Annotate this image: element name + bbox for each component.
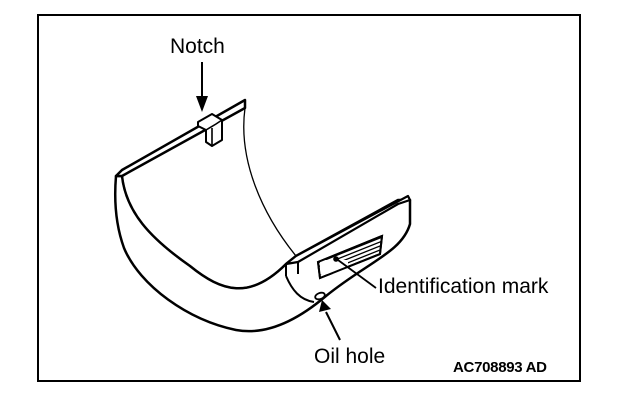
notch-arrowhead	[196, 96, 208, 112]
oil-hole-arrowhead	[319, 300, 331, 312]
identification-mark-leader-line	[337, 259, 377, 289]
shell-outer-edge	[285, 275, 315, 303]
notch-label: Notch	[170, 35, 225, 58]
identification-mark-label: Identification mark	[378, 275, 549, 298]
shell-right-end-bottom	[285, 262, 299, 276]
identification-mark-dot	[333, 256, 339, 262]
shell-left-rim	[121, 175, 287, 290]
oil-hole-label: Oil hole	[314, 345, 386, 368]
shell-back-inner-curve	[243, 107, 297, 257]
oil-hole	[314, 291, 326, 301]
oil-hole-leader-line	[325, 311, 341, 341]
figure-code: AC708893 AD	[453, 359, 547, 376]
